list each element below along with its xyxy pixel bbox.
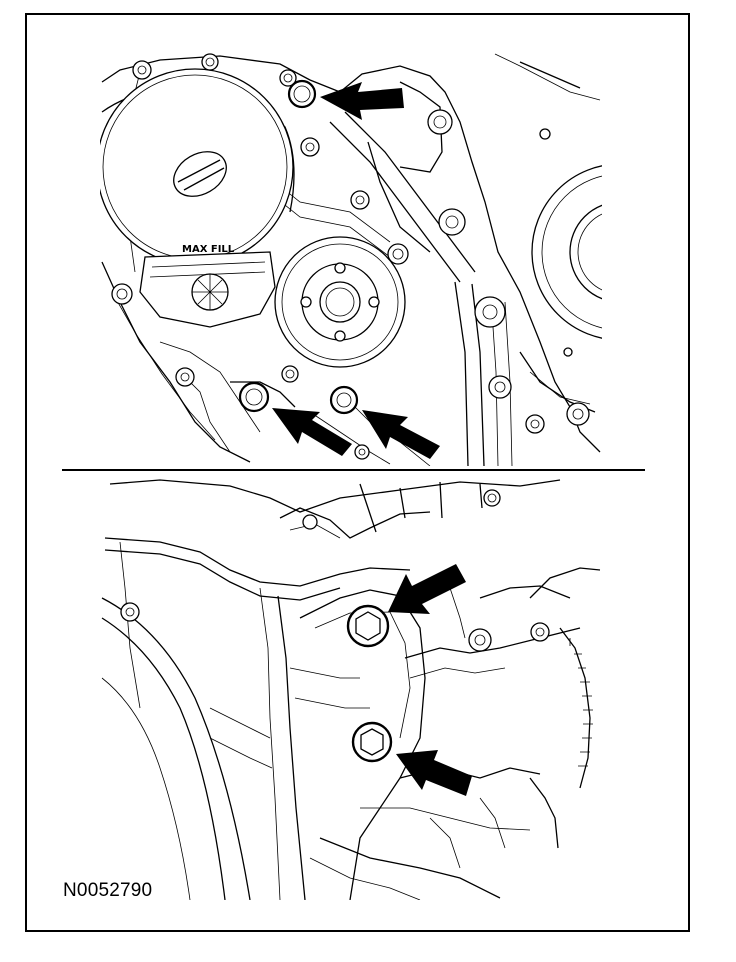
figure-id-label: N0052790	[63, 880, 153, 901]
timing-cover-disc	[100, 68, 294, 266]
view-divider-line	[62, 469, 645, 471]
crankshaft-pulley	[531, 165, 602, 339]
callout-arrow-top-3	[362, 410, 440, 459]
highlighted-bolts	[346, 604, 393, 763]
callout-arrow-bottom-2	[396, 750, 472, 796]
housing-bolts	[120, 489, 550, 652]
callout-arrow-bottom-1	[388, 564, 466, 614]
engine-casting	[101, 479, 601, 900]
water-pump-hub	[274, 236, 406, 368]
callout-arrow-top-2	[272, 408, 352, 456]
callout-arrow-top-1	[320, 82, 404, 120]
highlighted-bolts	[238, 79, 359, 415]
max-fill-label: MAX FILL	[182, 244, 235, 255]
engine-front-view-top: MAX FILL	[100, 53, 602, 466]
coolant-reservoir: MAX FILL	[139, 244, 276, 328]
engine-side-view-bottom	[101, 479, 601, 900]
cover-bolts	[111, 53, 590, 460]
